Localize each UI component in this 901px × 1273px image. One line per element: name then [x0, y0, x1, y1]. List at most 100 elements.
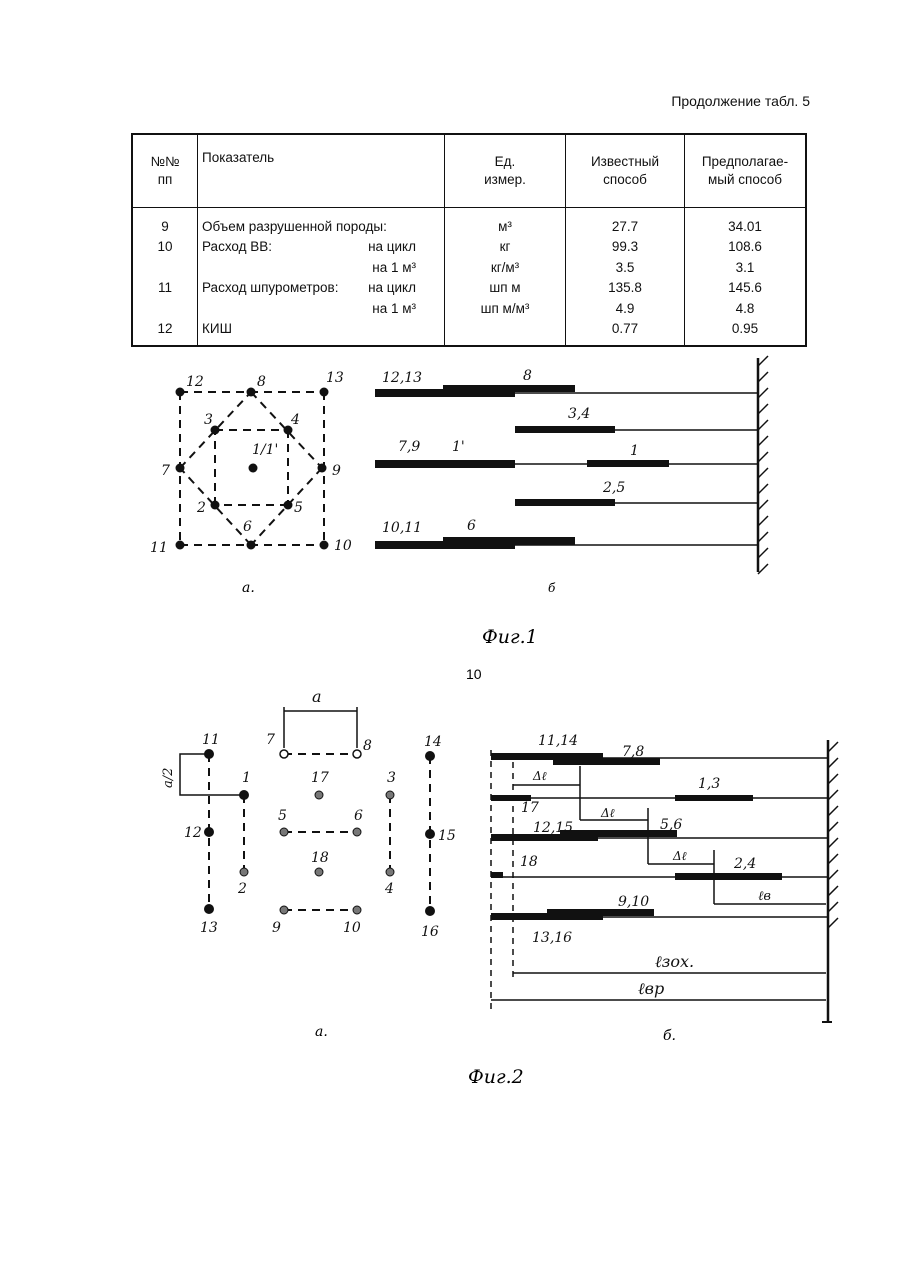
label-hole-13: 13	[326, 370, 344, 386]
hole-17	[315, 791, 323, 799]
charge-bar	[443, 537, 575, 545]
charge-bar	[675, 795, 753, 801]
label-dim-a2: a/2	[161, 768, 176, 788]
bar-label: 12,13	[382, 370, 422, 386]
label-hole-3: 3	[204, 412, 213, 428]
label-hole-14: 14	[424, 734, 442, 750]
label-hole-6: 6	[243, 519, 252, 535]
hole-14	[426, 752, 435, 761]
label-hole-12: 12	[186, 374, 204, 390]
label-hole-16: 16	[421, 924, 439, 940]
label-hole-17: 17	[311, 770, 329, 786]
label-hole-1: 1/1'	[252, 442, 278, 458]
dim-label: Δℓ	[532, 769, 547, 783]
label-hole-5: 5	[278, 808, 287, 824]
charge-bar	[547, 909, 654, 916]
charge-bar	[515, 426, 615, 433]
label-hole-8: 8	[363, 738, 372, 754]
bar-label: 5,6	[660, 817, 682, 833]
bar-label: 9,10	[618, 894, 649, 910]
dim-label: ℓвр	[638, 979, 664, 998]
hole-18	[315, 868, 323, 876]
label-hole-6: 6	[354, 808, 363, 824]
bar-label: 3,4	[568, 406, 590, 422]
label-hole-10: 10	[334, 538, 352, 554]
label-hole-9: 9	[332, 463, 341, 479]
bar-label: 1,3	[698, 776, 720, 792]
bar-label: 11,14	[538, 733, 578, 749]
fig2-sublabel-b: б.	[663, 1028, 676, 1044]
hole-4	[386, 868, 394, 876]
label-hole-12: 12	[184, 825, 202, 841]
hole-9	[280, 906, 288, 914]
page-number: 10	[466, 666, 482, 682]
hole-15	[426, 830, 435, 839]
hole-5	[284, 501, 293, 510]
label-hole-2: 2	[196, 500, 206, 516]
hole-10	[320, 541, 329, 550]
charge-bar	[443, 385, 575, 392]
bar-label: 12,15	[533, 820, 573, 836]
dim-label: Δℓ	[672, 849, 687, 863]
label-hole-5: 5	[294, 500, 303, 516]
label-hole-2: 2	[237, 881, 247, 897]
bar-label: 10,11	[382, 520, 422, 536]
charge-bar	[491, 872, 503, 878]
hole-13	[320, 388, 329, 397]
fig2-sublabel-a: а.	[315, 1024, 328, 1040]
hole-10	[353, 906, 361, 914]
label-hole-15: 15	[438, 828, 456, 844]
label-hole-7: 7	[266, 732, 275, 748]
bar-label: 8	[523, 368, 532, 384]
hole-7	[176, 464, 185, 473]
label-hole-9: 9	[272, 920, 281, 936]
hole-13	[205, 905, 214, 914]
hole-2	[240, 868, 248, 876]
hole-12	[205, 828, 214, 837]
fig1-sublabel-b: б	[548, 581, 556, 595]
hole-5	[280, 828, 288, 836]
bar-label: 7,9	[398, 439, 420, 455]
charge-bar	[515, 499, 615, 506]
bar-label: 13,16	[532, 930, 572, 946]
hole-12	[176, 388, 185, 397]
label-hole-8: 8	[257, 374, 266, 390]
label-hole-3: 3	[387, 770, 396, 786]
fig2-charge-labels: 11,14 7,8 1,3 17 12,15 5,6 18 2,4 9,10 1…	[520, 733, 771, 998]
bar-label: 7,8	[622, 744, 644, 760]
hole-1	[240, 791, 249, 800]
hole-16	[426, 907, 435, 916]
charge-bar	[375, 460, 515, 468]
bar-label: 6	[467, 518, 476, 534]
hole-7	[280, 750, 288, 758]
hole-9	[318, 464, 327, 473]
bar-label: 1'	[452, 439, 465, 455]
label-dim-a: a	[312, 687, 322, 706]
fig2-caption: Фиг.2	[468, 1066, 524, 1088]
bar-label: 2,4	[733, 856, 756, 872]
label-hole-7: 7	[161, 463, 170, 479]
hole-8	[353, 750, 361, 758]
hole-3	[386, 791, 394, 799]
fig2-hole-labels: a a/2 7 8 11 14 1 17 3 5 6 12 15 18 2 4 …	[161, 687, 456, 940]
hole-2	[211, 501, 220, 510]
charge-bar	[675, 873, 782, 880]
dim-label: ℓв	[758, 889, 771, 904]
dim-label: Δℓ	[600, 806, 615, 820]
label-hole-11: 11	[202, 732, 220, 748]
hole-6	[353, 828, 361, 836]
label-hole-10: 10	[343, 920, 361, 936]
label-hole-18: 18	[311, 850, 329, 866]
label-hole-4: 4	[384, 881, 394, 897]
bar-label: 18	[520, 854, 538, 870]
hole-11	[205, 750, 214, 759]
hole-11	[176, 541, 185, 550]
fig1-caption: Фиг.1	[482, 626, 538, 648]
bar-label: 17	[521, 800, 539, 816]
label-hole-11: 11	[150, 540, 168, 556]
label-hole-13: 13	[200, 920, 218, 936]
dim-label: ℓзох.	[655, 952, 694, 971]
bar-label: 1	[630, 443, 639, 459]
charge-bar	[587, 460, 669, 467]
